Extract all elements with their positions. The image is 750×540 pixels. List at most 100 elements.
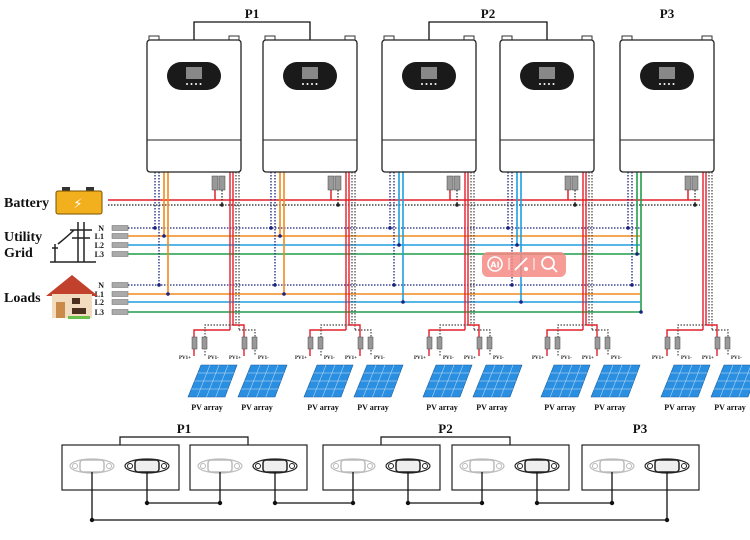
lcd-screen bbox=[186, 67, 202, 79]
port-shell bbox=[340, 459, 366, 473]
port-screw bbox=[681, 463, 687, 469]
battery-breaker-icon bbox=[334, 175, 342, 191]
svg-text:AI: AI bbox=[490, 261, 499, 270]
button-icon bbox=[195, 83, 197, 85]
pv-positive-wire bbox=[309, 329, 346, 356]
junction-dot bbox=[693, 203, 697, 207]
battery-label: Battery bbox=[4, 196, 49, 211]
port-screw bbox=[333, 463, 339, 469]
junction-dot bbox=[609, 500, 615, 506]
edit-icon[interactable] bbox=[514, 257, 529, 272]
load-terminal-connector bbox=[111, 309, 129, 315]
pv-breaker-icon bbox=[426, 336, 433, 350]
battery-breaker-icon bbox=[571, 175, 579, 191]
pv-plus-label: PV1+ bbox=[702, 356, 714, 361]
utility-pole-icon bbox=[50, 222, 96, 263]
pv-breaker-icon bbox=[554, 336, 561, 350]
grid-terminal-connector bbox=[111, 251, 129, 257]
junction-dot bbox=[157, 283, 161, 287]
battery-breaker-icon bbox=[211, 175, 219, 191]
pv-array-label: PV array bbox=[357, 403, 389, 412]
lcd-screen bbox=[539, 67, 555, 79]
pv-positive-wire bbox=[428, 329, 465, 356]
grid-phase-label-L1: L1 bbox=[95, 232, 104, 241]
grid-terminal-connector bbox=[111, 233, 129, 239]
button-icon bbox=[548, 83, 550, 85]
pv-array-label: PV array bbox=[191, 403, 223, 412]
port-shell bbox=[469, 459, 495, 473]
pv-breaker-icon bbox=[191, 336, 198, 350]
grid-phase-label-L3: L3 bbox=[95, 250, 104, 259]
junction-dot bbox=[166, 292, 170, 296]
pv-minus-label: PV1- bbox=[681, 356, 692, 361]
pv-array-label: PV array bbox=[714, 403, 746, 412]
junction-dot bbox=[534, 500, 540, 506]
button-icon bbox=[190, 83, 193, 85]
parallel-port-in-icon bbox=[459, 458, 505, 474]
pv-plus-label: PV1+ bbox=[532, 356, 544, 361]
parallel-cable bbox=[274, 472, 354, 504]
battery-icon: ⚡ bbox=[55, 187, 103, 215]
pv-plus-label: PV1+ bbox=[652, 356, 664, 361]
junction-dot bbox=[388, 226, 392, 230]
battery-breaker-icon bbox=[684, 175, 692, 191]
utility-label-1: Utility bbox=[4, 230, 42, 245]
port-shell bbox=[79, 459, 105, 473]
pv-array-label: PV array bbox=[664, 403, 696, 412]
parallel-bracket bbox=[428, 21, 548, 40]
parallel-port-in-icon bbox=[69, 458, 115, 474]
pv-breaker-icon bbox=[307, 336, 314, 350]
pv-minus-label: PV1- bbox=[324, 356, 335, 361]
junction-dot bbox=[479, 500, 485, 506]
pv-plus-label: PV1+ bbox=[229, 356, 241, 361]
button-icon bbox=[421, 83, 423, 85]
group-label-P3: P3 bbox=[660, 6, 675, 21]
parallel-port-in-icon bbox=[589, 458, 635, 474]
port-shell bbox=[524, 459, 550, 473]
port-screw bbox=[517, 463, 523, 469]
load-phase-label-L3: L3 bbox=[95, 308, 104, 317]
junction-dot bbox=[144, 500, 150, 506]
inverter-body bbox=[146, 39, 242, 173]
parallel-cable bbox=[536, 472, 613, 504]
junction-dot bbox=[282, 292, 286, 296]
pv-plus-label: PV1+ bbox=[345, 356, 357, 361]
search-icon[interactable] bbox=[541, 256, 558, 273]
pv-plus-label: PV1+ bbox=[295, 356, 307, 361]
pv-positive-wire bbox=[546, 329, 583, 356]
inverter-body bbox=[381, 39, 477, 173]
house-icon bbox=[46, 275, 98, 319]
port-shell bbox=[654, 459, 680, 473]
port-screw bbox=[200, 463, 206, 469]
junction-dot bbox=[405, 500, 411, 506]
port-screw bbox=[551, 463, 557, 469]
port-screw bbox=[255, 463, 261, 469]
ai-icon[interactable]: AI bbox=[487, 256, 503, 272]
port-screw bbox=[106, 463, 112, 469]
button-icon bbox=[311, 83, 313, 85]
load-phase-label-L1: L1 bbox=[95, 290, 104, 299]
junction-dot bbox=[273, 283, 277, 287]
junction-dot bbox=[630, 283, 634, 287]
button-icon bbox=[199, 83, 202, 85]
battery-breaker-icon bbox=[453, 175, 461, 191]
lcd-screen bbox=[302, 67, 318, 79]
port-shell bbox=[395, 459, 421, 473]
pv-breaker-icon bbox=[251, 336, 258, 350]
group-label-P2: P2 bbox=[438, 421, 452, 436]
button-icon bbox=[552, 83, 555, 85]
overlay-toolbar[interactable]: AI bbox=[482, 252, 566, 277]
parallel-cable bbox=[407, 472, 483, 504]
parallel-port-in-icon bbox=[330, 458, 376, 474]
junction-dot bbox=[664, 517, 670, 523]
junction-dot bbox=[639, 310, 643, 314]
battery-breaker-icon bbox=[691, 175, 699, 191]
parallel-port-out-icon bbox=[124, 458, 170, 474]
pv-breaker-icon bbox=[604, 336, 611, 350]
pv-array-label: PV array bbox=[544, 403, 576, 412]
pv-breaker-icon bbox=[664, 336, 671, 350]
